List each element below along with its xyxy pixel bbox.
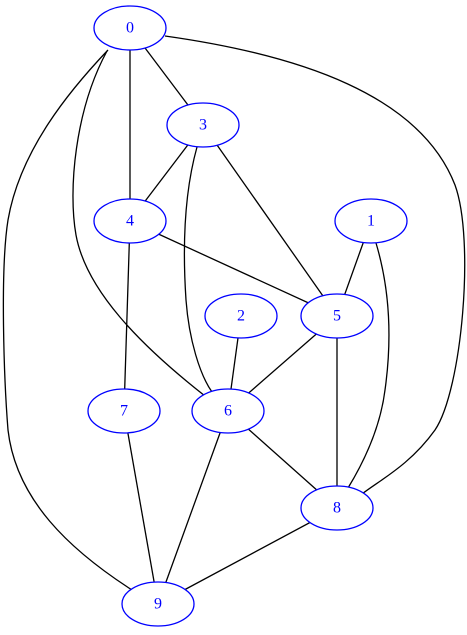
- node-8-ellipse: [300, 485, 374, 531]
- node-6: 6: [191, 388, 265, 434]
- node-7: 7: [87, 388, 161, 434]
- edge-0-8: [164, 35, 466, 495]
- node-1-label: 1: [367, 213, 375, 230]
- node-2-label: 2: [237, 308, 245, 325]
- edge-0-9: [2, 49, 133, 591]
- node-7-label: 7: [120, 403, 128, 420]
- node-4-ellipse: [93, 198, 167, 244]
- node-0-ellipse: [93, 5, 167, 51]
- nodes-layer: 0 1 2 3 4 5 6 7 8 9: [87, 5, 408, 627]
- node-2: 2: [204, 293, 278, 339]
- node-3: 3: [166, 102, 240, 148]
- node-1-ellipse: [334, 198, 408, 244]
- node-5: 5: [300, 293, 374, 339]
- edge-0-6: [72, 50, 206, 397]
- edge-8-9: [157, 507, 338, 605]
- node-3-ellipse: [166, 102, 240, 148]
- node-7-ellipse: [87, 388, 161, 434]
- node-9-label: 9: [154, 596, 162, 613]
- node-2-ellipse: [204, 293, 278, 339]
- node-0: 0: [93, 5, 167, 51]
- edge-7-9: [123, 410, 159, 605]
- edge-3-5: [202, 124, 338, 317]
- edge-3-6: [183, 146, 213, 393]
- node-3-label: 3: [199, 117, 207, 134]
- edge-1-8: [347, 242, 390, 489]
- node-9-ellipse: [121, 581, 195, 627]
- node-0-label: 0: [126, 20, 134, 37]
- node-1: 1: [334, 198, 408, 244]
- node-9: 9: [121, 581, 195, 627]
- node-8-label: 8: [333, 500, 341, 517]
- node-5-ellipse: [300, 293, 374, 339]
- node-4: 4: [93, 198, 167, 244]
- node-4-label: 4: [126, 213, 134, 230]
- edge-6-9: [157, 410, 229, 605]
- edge-4-7: [123, 220, 131, 412]
- node-6-label: 6: [224, 403, 232, 420]
- node-6-ellipse: [191, 388, 265, 434]
- node-5-label: 5: [333, 308, 341, 325]
- edge-4-5: [129, 220, 338, 317]
- node-8: 8: [300, 485, 374, 531]
